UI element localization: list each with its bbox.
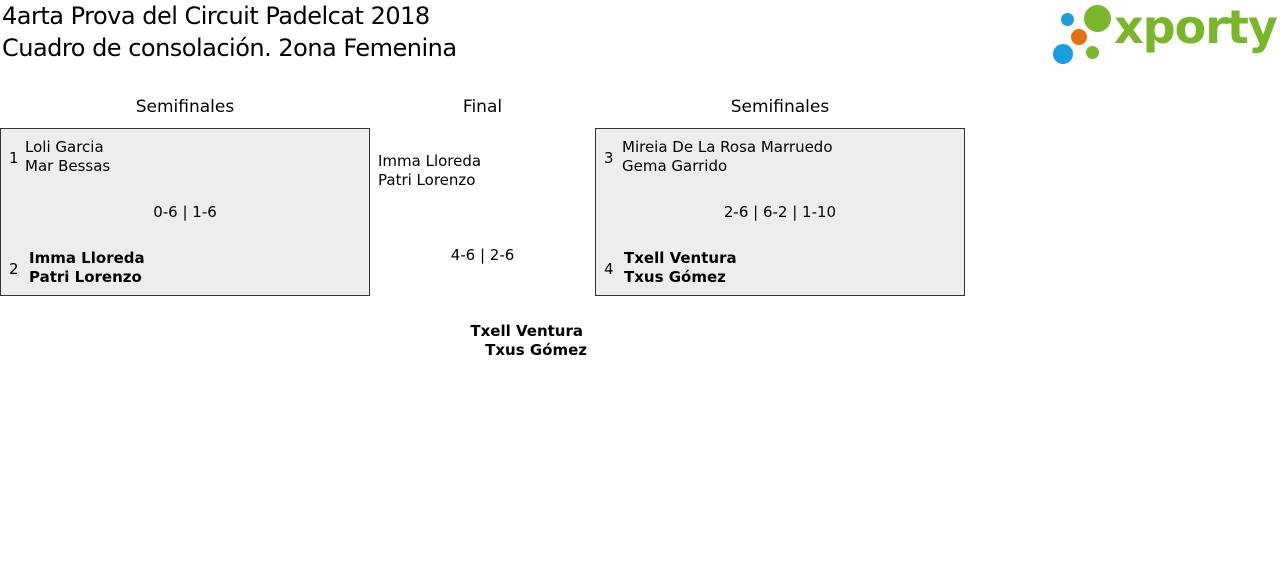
player-name: Gema Garrido [622,157,728,175]
round-header-final: Final [462,97,503,117]
player-name: Loli Garcia [25,138,104,156]
player-name: Patri Lorenzo [378,171,476,189]
logo-dot-icon [1086,46,1099,59]
round-header-left: Semifinales [135,97,235,117]
player-name: Txell Ventura [624,249,737,267]
player-name: Txus Gómez [485,341,587,359]
player-name: Patri Lorenzo [29,268,142,286]
player-name: Imma Lloreda [29,249,145,267]
logo-dot-icon [1071,29,1087,45]
seed-number: 3 [604,149,614,167]
player-name: Mar Bessas [25,157,111,175]
final-score: 4-6 | 2-6 [450,246,515,264]
logo-dot-icon [1053,44,1073,64]
logo-dot-icon [1084,5,1111,32]
player-name: Txus Gómez [624,268,726,286]
match-score: 2-6 | 6-2 | 1-10 [723,203,837,221]
logo-dot-icon [1061,13,1074,26]
player-name: Txell Ventura [470,322,583,340]
player-name: Mireia De La Rosa Marruedo [622,138,833,156]
xporty-logo[interactable]: xporty [1050,0,1280,66]
player-name: Imma Lloreda [378,152,482,170]
seed-number: 2 [9,260,19,278]
tournament-title: 4arta Prova del Circuit Padelcat 2018 [2,2,430,30]
logo-text: xporty [1114,0,1278,54]
seed-number: 1 [9,149,19,167]
round-header-right: Semifinales [730,97,830,117]
draw-subtitle: Cuadro de consolación. 2ona Femenina [2,34,457,62]
seed-number: 4 [604,260,614,278]
match-score: 0-6 | 1-6 [153,203,217,221]
